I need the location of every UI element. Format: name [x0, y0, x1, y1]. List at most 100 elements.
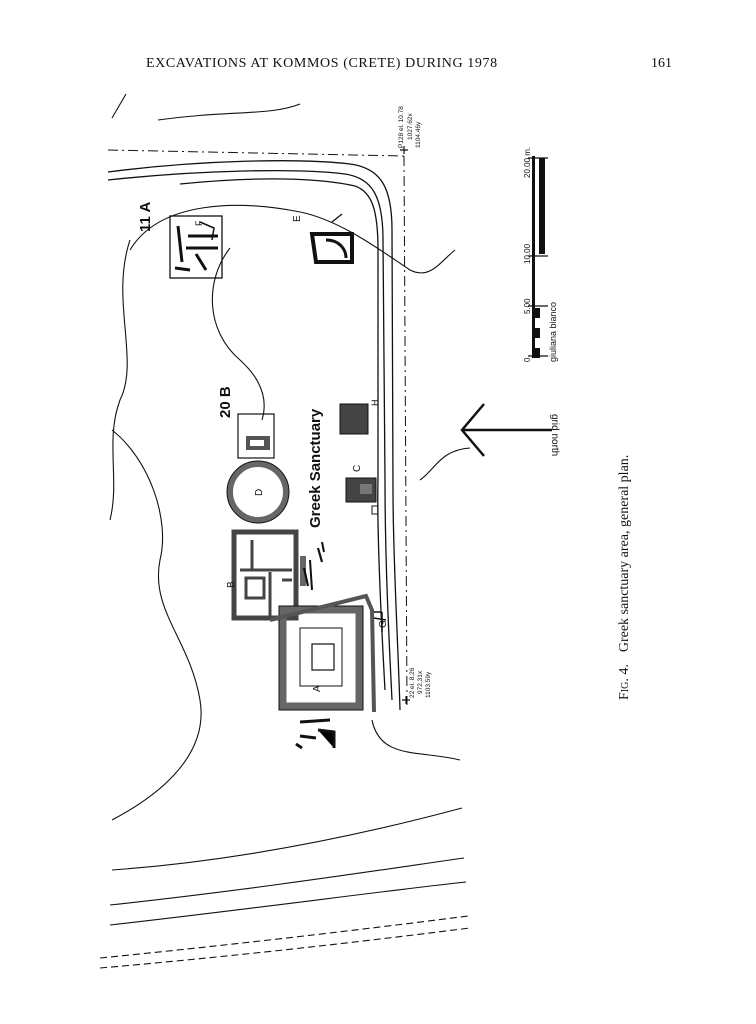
building-outline — [325, 238, 348, 259]
datum-bottom-line: 22 el. 8.26 — [409, 667, 416, 698]
scale-bar-credit: giuliana bianco — [548, 302, 558, 362]
contour-line — [99, 915, 469, 959]
scale-bar-segment — [535, 328, 540, 338]
contour-line — [371, 719, 461, 761]
contour-line — [111, 807, 463, 871]
contour-line — [419, 447, 471, 481]
site-track — [107, 149, 408, 711]
scale-bar-segment — [535, 308, 540, 318]
svg-text:Fig. 4.Greek sanctuary area, g: Fig. 4. Greek sanctuary area, general pla… — [617, 455, 632, 700]
contour-line — [109, 857, 465, 906]
contour-line — [109, 881, 467, 926]
north-arrow — [460, 403, 552, 457]
perimeter-wall — [269, 593, 376, 713]
interior-wall — [240, 540, 292, 616]
datum-top-line: 1027.62x — [407, 113, 414, 140]
building-outline-edge — [278, 605, 364, 711]
wall-remains — [373, 611, 387, 632]
building-label-d: D — [254, 489, 265, 496]
building-outline — [331, 213, 343, 223]
scale-tick-label: 20.00 m. — [523, 147, 532, 178]
figure-labels: 11 A 20 B Greek Sanctuary A B C D E F G … — [137, 106, 560, 698]
caption-prefix: Fig. 4. — [617, 664, 632, 700]
building-outline — [309, 232, 354, 264]
scale-tick-label: 10.00 — [523, 243, 532, 264]
track-edge — [179, 178, 386, 691]
central-base — [311, 643, 335, 671]
scale-tick-label: 0 — [523, 357, 532, 362]
inner-court — [299, 627, 343, 687]
caption-text: Greek sanctuary area, general plan. — [617, 455, 632, 652]
north-arrow-label: grid north — [549, 414, 560, 456]
trench-11a — [169, 215, 223, 279]
building-h — [339, 403, 369, 435]
building-block-inner — [360, 484, 372, 494]
datum-top-marker — [400, 146, 408, 154]
running-title: EXCAVATIONS AT KOMMOS (CRETE) DURING 197… — [146, 56, 498, 71]
wall-remains — [302, 567, 310, 587]
building-d — [226, 460, 290, 524]
building-c — [345, 477, 379, 515]
trench-boundary — [169, 215, 223, 279]
trench-20b — [237, 413, 275, 459]
contour-line — [111, 93, 127, 119]
building-label-a: A — [312, 685, 323, 692]
datum-top-line: P128 el. 10.78 — [398, 106, 405, 148]
scale-bar — [528, 156, 548, 358]
building-label-e: E — [292, 215, 303, 222]
datum-bottom-line: 1103.59y — [425, 671, 432, 698]
wall-remains — [316, 547, 324, 563]
scattered-walls — [302, 547, 324, 587]
building-label-b: B — [226, 581, 237, 588]
scale-bar-base — [532, 156, 535, 358]
building-b — [231, 529, 325, 621]
building-label-c: C — [352, 465, 363, 472]
page-number: 161 — [651, 56, 672, 71]
datum-bottom-marker — [402, 696, 410, 704]
scale-bar-ticks — [528, 157, 548, 357]
building-label-g: G — [378, 620, 389, 628]
wall-remains — [309, 541, 325, 591]
interior-room — [244, 576, 266, 600]
track-edge — [107, 169, 393, 701]
scale-bar-segment — [535, 348, 540, 358]
figure-caption: Fig. 4. Greek sanctuary area, general pla… — [617, 455, 632, 700]
building-outline — [279, 606, 363, 710]
round-structure — [227, 461, 289, 523]
building-g — [373, 611, 387, 632]
contour-line — [111, 429, 202, 821]
pier — [300, 556, 306, 586]
building-label-h: H — [370, 400, 380, 407]
contour-line — [129, 204, 456, 274]
trench-label-11a: 11 A — [137, 202, 154, 232]
contour-line — [211, 247, 265, 421]
datum-bottom-line: 972.31x — [417, 670, 424, 694]
datum-markers — [400, 146, 410, 704]
wall-remains — [174, 225, 218, 272]
round-structure-edge — [226, 460, 290, 524]
building-a — [269, 593, 376, 750]
wall-remains — [295, 718, 336, 750]
building-outline — [231, 529, 299, 621]
building-label-f: F — [194, 220, 204, 226]
building-block — [339, 403, 369, 435]
contour-line — [99, 927, 471, 969]
building-e — [309, 213, 354, 264]
scale-bar-segment — [539, 158, 545, 254]
scale-tick-label: 5.00 — [523, 298, 532, 314]
contour-lines — [99, 93, 471, 969]
north-arrow-head — [460, 403, 485, 457]
trench-label-20b: 20 B — [217, 386, 234, 418]
trench-feature — [250, 440, 264, 446]
contour-line — [157, 103, 301, 121]
datum-top-line: 1104.46y — [415, 121, 422, 148]
track-edge — [107, 160, 401, 711]
trench-boundary — [237, 413, 275, 459]
small-feature — [371, 505, 379, 515]
area-label: Greek Sanctuary — [307, 408, 324, 528]
grid-line-right — [403, 155, 408, 706]
grid-line-top — [107, 149, 405, 157]
wall-remains — [199, 221, 215, 241]
contour-line — [109, 239, 131, 521]
